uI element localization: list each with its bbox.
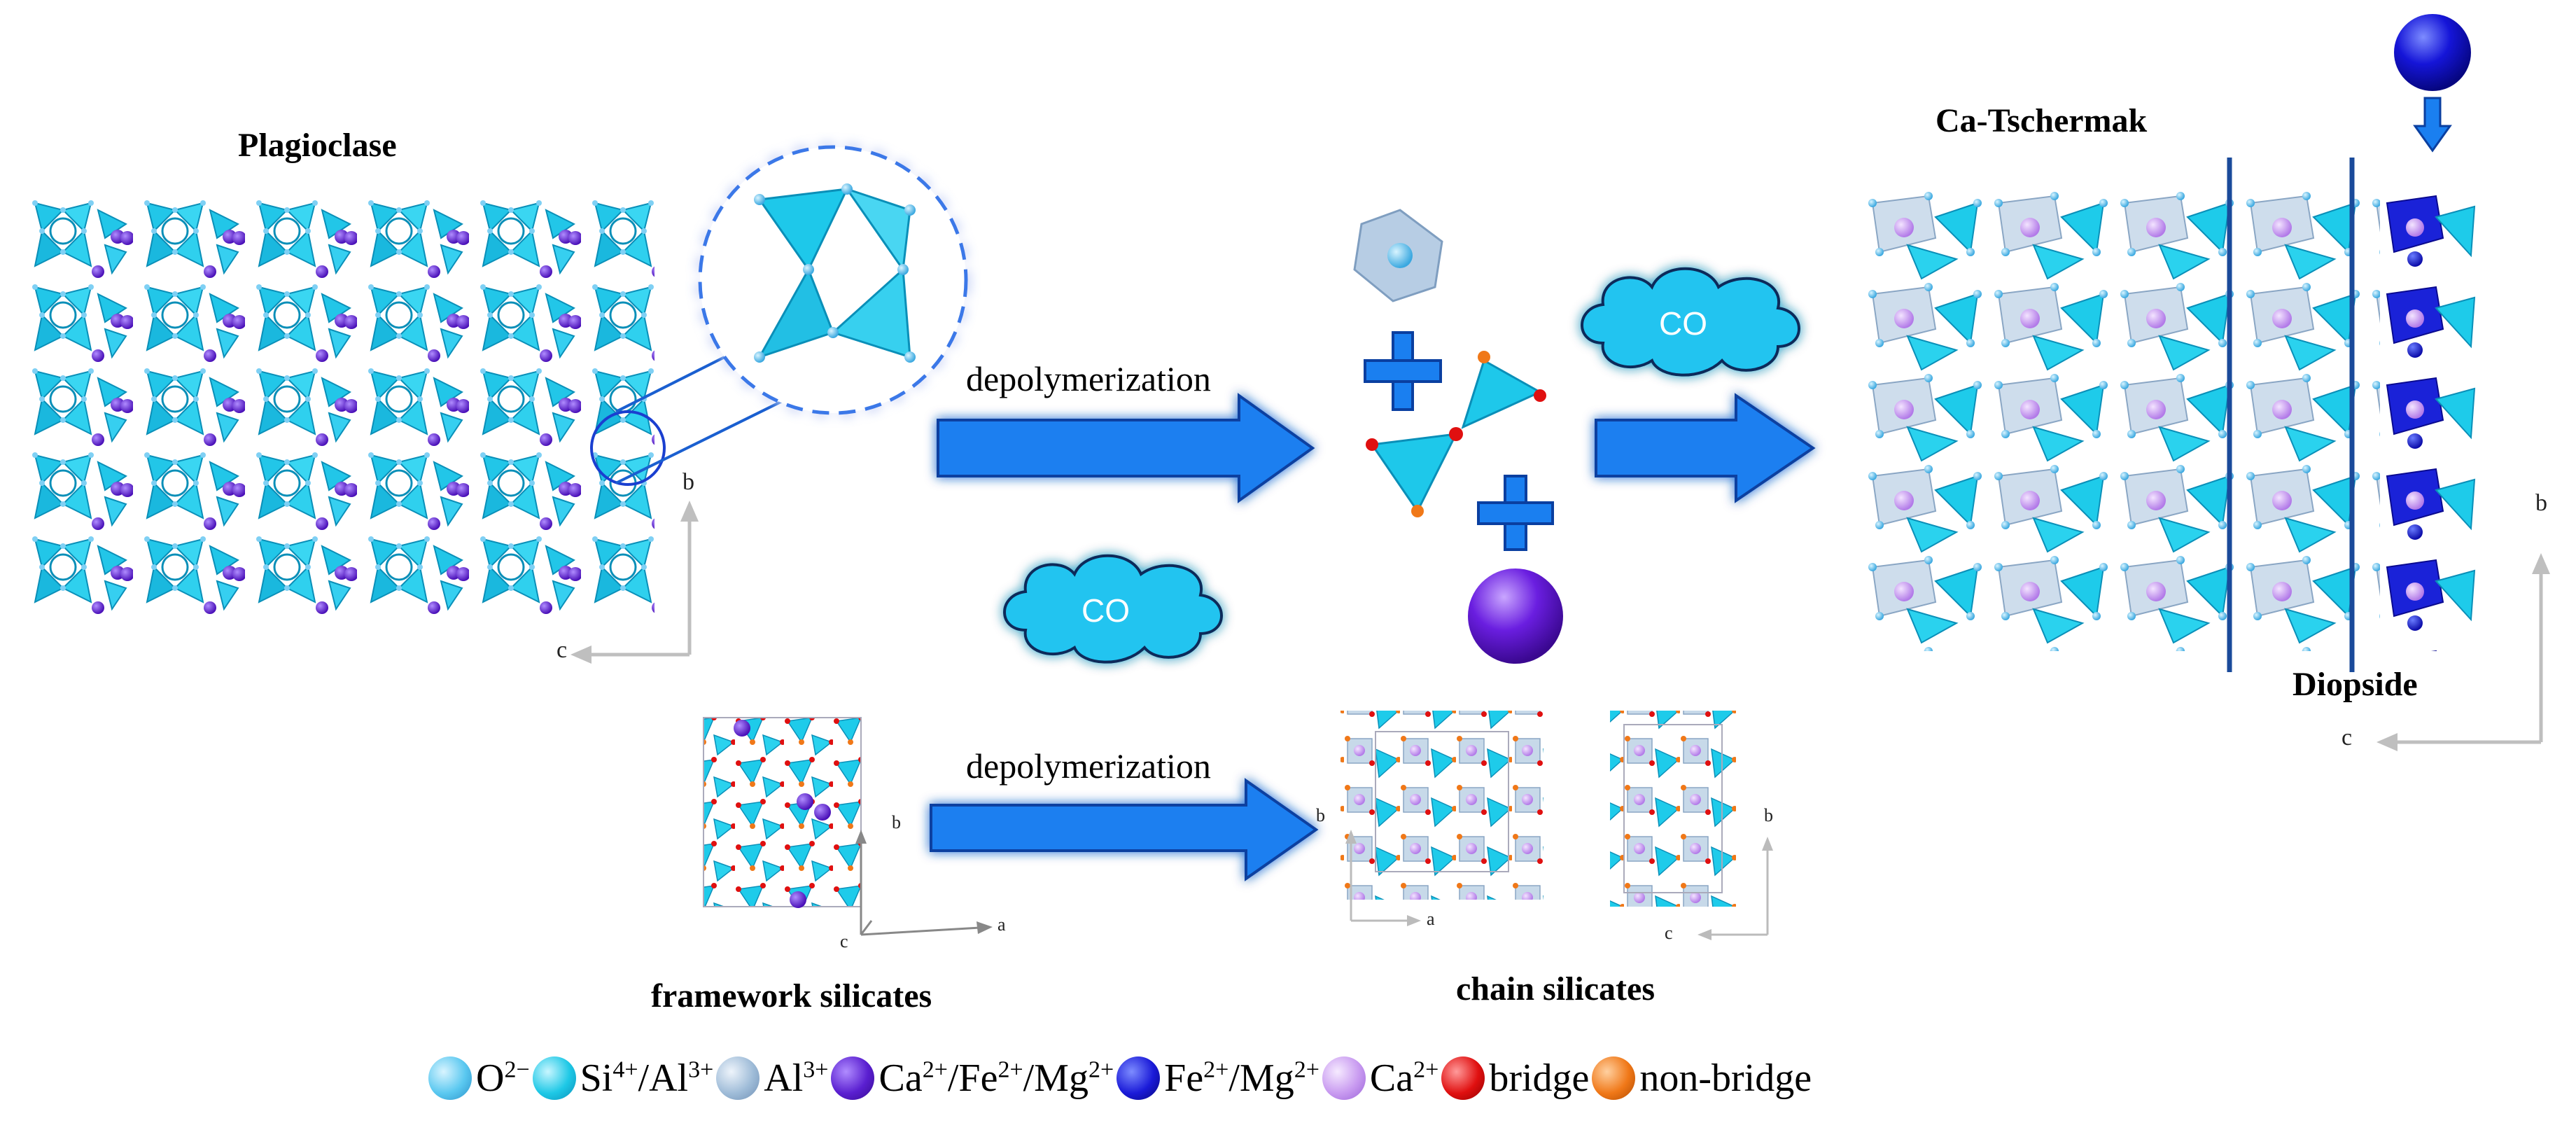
legend-label: Ca [1369,1056,1414,1100]
framework-silicate-cell [703,717,862,908]
legend-sup: 4+ [612,1056,638,1083]
title-plagioclase: Plagioclase [238,127,397,164]
axes-diopside [2376,553,2550,751]
legend-sup: 2+ [922,1056,948,1083]
axes-chain-2 [1698,837,1773,940]
legend-item-si-al: Si4+/Al3+ [532,1056,714,1101]
legend-sup: 2+ [997,1056,1023,1083]
axes-chain-1 [1345,830,1421,926]
legend-label: Si [580,1056,613,1100]
cloud-mid-label: CO [1082,592,1130,629]
legend-item-al: Al3+ [716,1056,828,1101]
plagioclase-structure [21,196,654,616]
al-ball-icon [716,1056,760,1100]
arrow-to-pyroxene [1595,393,1816,503]
legend-label: O [476,1056,505,1100]
arrow-top-label: depolymerization [966,359,1211,398]
axes-plagioclase [570,501,699,664]
legend-sup: 3+ [803,1056,829,1083]
legend-label: Ca [878,1056,923,1100]
legend-label: Fe [1164,1056,1204,1100]
products-cluster [1353,209,1563,664]
axis-label-b: b [2535,490,2547,516]
chain-silicate-cell-1 [1340,711,1544,900]
axis-label-b: b [1316,805,1325,825]
legend-item-bridge: bridge [1441,1056,1589,1101]
axis-label-a: a [1427,909,1435,929]
legend-sup: 2+ [1413,1056,1439,1083]
cloud-top-label: CO [1659,305,1707,342]
legend-label: /Mg [1228,1056,1294,1100]
legend-item-fe-mg: Fe2+/Mg2+ [1116,1056,1320,1101]
axis-label-b: b [682,469,694,495]
ca-fe-mg-ball-icon [831,1056,875,1100]
bridge-ball-icon [1441,1056,1485,1100]
cloud-mid [1003,554,1223,664]
axis-label-c: c [556,637,568,663]
non-bridge-ball-icon [1592,1056,1636,1100]
legend-label: bridge [1489,1056,1590,1100]
chain-silicate-cell-2 [1610,711,1736,907]
legend-sup: 2− [504,1056,530,1083]
axis-label-b: b [1764,805,1773,825]
legend-label: Al [764,1056,804,1100]
pyroxene-structure [1865,158,2482,672]
zoomed-tetrahedral-ring [754,183,916,363]
axis-label-c: c [2342,725,2353,751]
label-chain-silicates: chain silicates [1456,970,1655,1007]
legend-sup: 2+ [1203,1056,1229,1083]
ca-ball-icon [1322,1056,1366,1100]
cloud-top [1581,267,1800,377]
legend-sup: 2+ [1294,1056,1320,1083]
legend-sup: 3+ [688,1056,714,1083]
legend-item-ca-fe-mg: Ca2+/Fe2+/Mg2+ [831,1056,1114,1101]
axis-label-c: c [1665,923,1673,943]
title-diopside: Diopside [2292,666,2418,703]
arrow-depolymerization-bottom [930,778,1319,881]
legend-item-ca: Ca2+ [1322,1056,1438,1101]
legend-sup: 2+ [1088,1056,1114,1083]
title-ca-tschermak: Ca-Tschermak [1935,102,2148,139]
axis-label-b: b [892,812,901,832]
legend-label: /Mg [1023,1056,1088,1100]
legend-label: /Fe [947,1056,998,1100]
legend-item-non-bridge: non-bridge [1592,1056,1812,1101]
legend-label: non-bridge [1639,1056,1812,1100]
label-framework-silicates: framework silicates [651,977,932,1014]
fe-mg-ball-icon [1116,1056,1161,1100]
legend-item-oxygen: O2− [428,1056,530,1101]
legend-label: /Al [638,1056,689,1100]
legend: O2− Si4+/Al3+ Al3+ Ca2+/Fe2+/Mg2+ Fe2+/M… [428,1050,1814,1106]
axis-label-a: a [997,914,1006,935]
si-al-ball-icon [532,1056,576,1100]
arrow-bottom-label: depolymerization [966,746,1211,786]
incoming-femg-ball [2394,14,2471,153]
axis-label-c: c [840,931,848,951]
oxygen-ball-icon [428,1056,472,1100]
arrow-depolymerization-top [937,393,1315,503]
axes-framework [855,830,993,936]
